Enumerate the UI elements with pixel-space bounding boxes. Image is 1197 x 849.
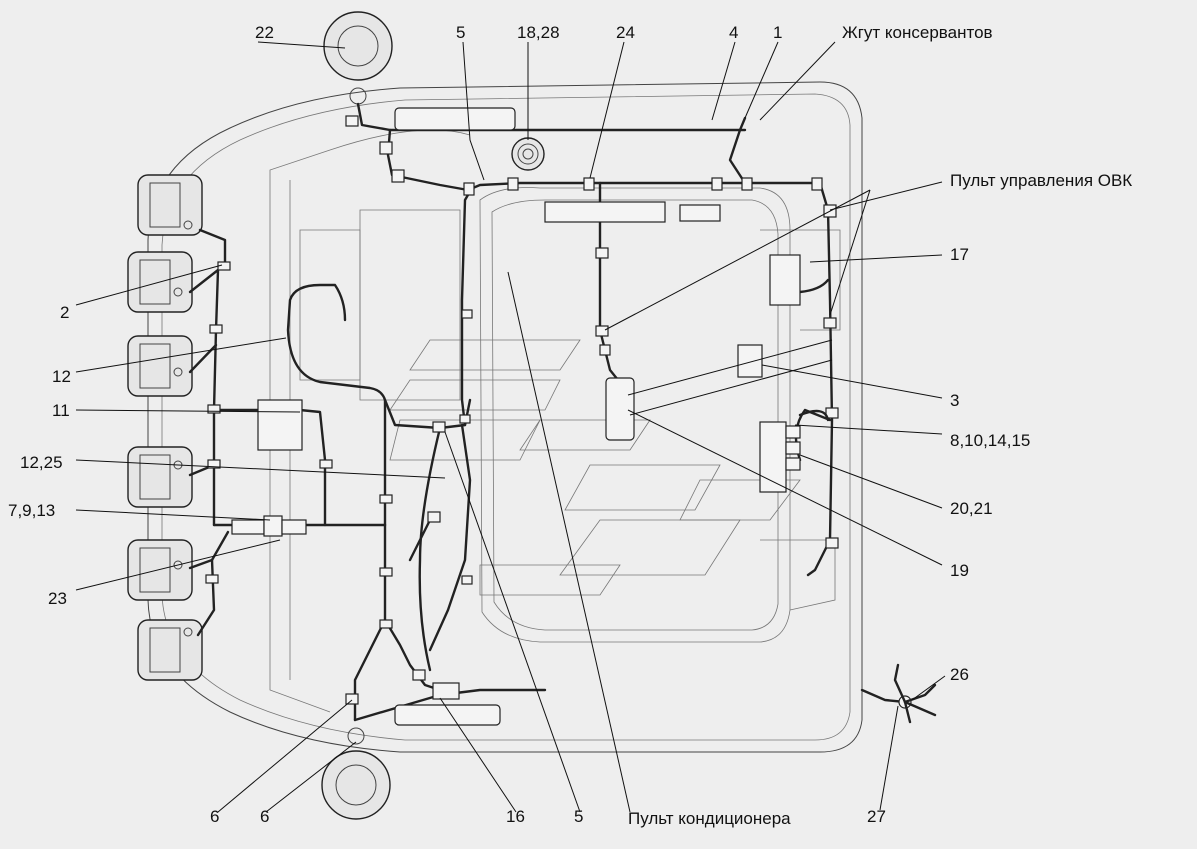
work-lamps bbox=[127, 174, 203, 681]
top-speaker-18-28 bbox=[511, 137, 545, 171]
label-5-top: 5 bbox=[456, 23, 465, 42]
lamp-4 bbox=[127, 446, 193, 508]
clips bbox=[205, 115, 839, 705]
label-12: 12 bbox=[52, 367, 71, 386]
label-1: 1 bbox=[773, 23, 782, 42]
label-4: 4 bbox=[729, 23, 738, 42]
cab-outline bbox=[147, 81, 863, 753]
label-2: 2 bbox=[60, 303, 69, 322]
floor-hatching bbox=[389, 339, 801, 596]
label-5-bottom: 5 bbox=[574, 807, 583, 826]
label-16: 16 bbox=[506, 807, 525, 826]
label-24: 24 bbox=[616, 23, 635, 42]
label-6-left: 6 bbox=[210, 807, 219, 826]
label-8-10-14-15: 8,10,14,15 bbox=[950, 431, 1030, 450]
label-27: 27 bbox=[867, 807, 886, 826]
label-19: 19 bbox=[950, 561, 969, 580]
label-26: 26 bbox=[950, 665, 969, 684]
label-23: 23 bbox=[48, 589, 67, 608]
ovk-switch-row bbox=[544, 201, 721, 223]
label-22: 22 bbox=[255, 23, 274, 42]
label-20-21: 20,21 bbox=[950, 499, 993, 518]
label-harness: Жгут консервантов bbox=[842, 23, 993, 42]
label-12-25: 12,25 bbox=[20, 453, 63, 472]
label-ovk-panel: Пульт управления ОВК bbox=[950, 171, 1132, 190]
label-ac-panel: Пульт кондиционера bbox=[628, 809, 791, 828]
lamp-3 bbox=[127, 335, 193, 397]
label-18-28: 18,28 bbox=[517, 23, 560, 42]
label-3: 3 bbox=[950, 391, 959, 410]
top-round-unit bbox=[323, 11, 393, 105]
leader-lines bbox=[75, 41, 946, 813]
lamp-6 bbox=[137, 619, 203, 681]
lamp-5 bbox=[127, 539, 193, 601]
label-7-9-13: 7,9,13 bbox=[8, 501, 55, 520]
label-6-right: 6 bbox=[260, 807, 269, 826]
bottom-round-unit bbox=[321, 727, 391, 820]
connector-26-27 bbox=[860, 663, 937, 724]
label-11: 11 bbox=[52, 401, 70, 420]
components bbox=[231, 107, 937, 726]
label-17: 17 bbox=[950, 245, 969, 264]
callout-labels: 22 5 18,28 24 4 1 Жгут консервантов Пуль… bbox=[8, 23, 1132, 828]
lamp-1 bbox=[137, 174, 203, 236]
